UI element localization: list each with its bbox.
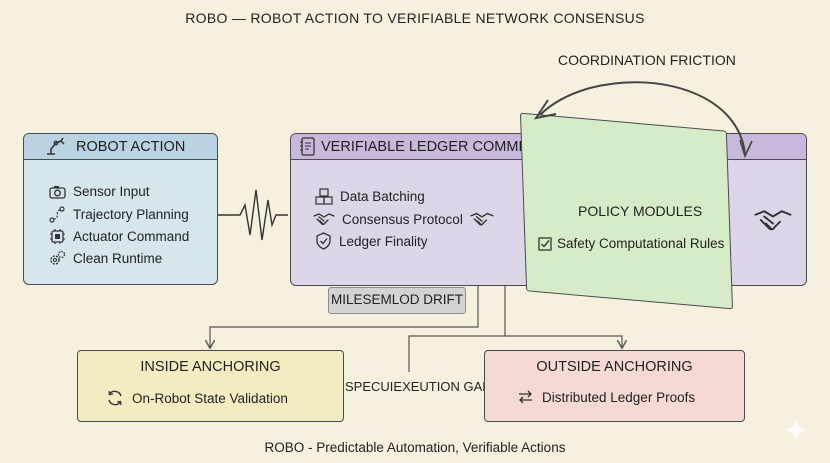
inside-anchoring-title: INSIDE ANCHORING: [140, 359, 281, 375]
ledger-item-label: Consensus Protocol: [342, 211, 463, 227]
sparkle-icon: [784, 418, 808, 442]
robot-item-runtime: Clean Runtime: [49, 250, 162, 267]
outside-anchoring-label: Distributed Ledger Proofs: [542, 389, 696, 405]
path-icon: [49, 206, 65, 223]
swap-icon: [519, 390, 532, 404]
drift-label-box: MILESEMLOD DRIFT: [328, 287, 466, 314]
notebook-icon: [300, 137, 315, 156]
ledger-item-finality: Ledger Finality: [315, 232, 428, 250]
checkbox-icon: [538, 236, 552, 251]
robot-item-trajectory: Trajectory Planning: [49, 206, 189, 223]
camera-icon: [49, 185, 66, 199]
robot-item-label: Trajectory Planning: [73, 207, 189, 222]
ledger-to-inside-line: [210, 286, 479, 347]
inside-anchoring-item: On-Robot State Validation: [106, 389, 288, 407]
chip-icon: [50, 229, 65, 244]
outside-anchoring-title: OUTSIDE ANCHORING: [536, 359, 693, 375]
boxes-icon: [315, 188, 333, 205]
robot-item-label: Actuator Command: [73, 229, 190, 244]
ledger-item-batching: Data Batching: [315, 188, 425, 205]
policy-title: POLICY MODULES: [578, 203, 703, 219]
robot-arm-icon: [47, 137, 65, 155]
robot-action-header: ROBOT ACTION: [24, 134, 217, 160]
ledger-item-label: Data Batching: [340, 189, 425, 204]
shield-check-icon: [316, 232, 331, 250]
ledger-item-label: Ledger Finality: [339, 233, 428, 249]
robot-item-sensor: Sensor Input: [49, 184, 150, 199]
robot-item-actuator: Actuator Command: [49, 228, 189, 245]
handshake-icon: [470, 212, 494, 226]
inside-anchoring-box: INSIDE ANCHORING On-Robot State Validati…: [77, 350, 344, 422]
footer-caption: ROBO - Predictable Automation, Verifiabl…: [264, 440, 566, 455]
ledger-item-consensus: Consensus Protocol: [313, 210, 494, 228]
handshake-icon: [754, 210, 792, 231]
speculative-execution-gap-label: SPECUIEXEUTION GAP: [345, 379, 491, 394]
ledger-title: VERIFIABLE LEDGER COMMITMENT: [321, 139, 573, 155]
policy-rule: Safety Computational Rules: [538, 236, 724, 251]
outside-anchoring-box: OUTSIDE ANCHORING Distributed Ledger Pro…: [484, 350, 745, 422]
diagram-title: ROBO — ROBOT ACTION TO VERIFIABLE NETWOR…: [185, 10, 645, 26]
gears-icon: [50, 250, 66, 265]
gap-connector: [408, 335, 505, 372]
robot-action-panel: ROBOT ACTION Sensor Input Trajectory Pla…: [23, 133, 218, 285]
refresh-icon: [108, 390, 122, 406]
signal-squiggle: [218, 189, 288, 241]
coordination-friction-label: COORDINATION FRICTION: [558, 52, 736, 68]
robot-item-label: Sensor Input: [73, 184, 150, 199]
robot-item-label: Clean Runtime: [73, 251, 163, 266]
outside-anchoring-item: Distributed Ledger Proofs: [517, 389, 695, 405]
handshake-icon: [313, 213, 335, 225]
policy-rule-label: Safety Computational Rules: [557, 236, 725, 251]
inside-anchoring-label: On-Robot State Validation: [132, 390, 288, 406]
robot-action-title: ROBOT ACTION: [76, 139, 186, 155]
